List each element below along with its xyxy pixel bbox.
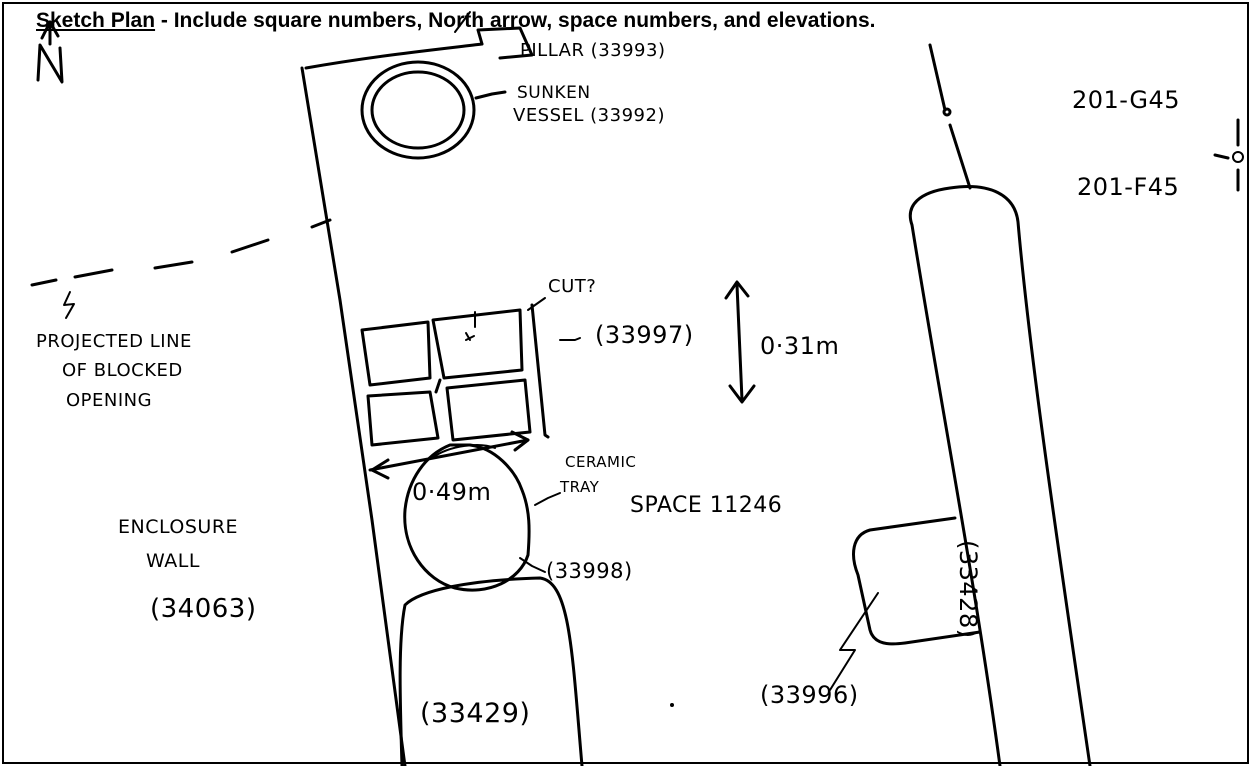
projected-line-dashes (30, 218, 332, 287)
label-feature-33429: (33429) (420, 698, 531, 729)
width-arrow (368, 430, 530, 480)
header-title: Sketch Plan (36, 9, 156, 32)
feature-33429-outline (398, 576, 584, 766)
sunken-vessel-icon (360, 60, 476, 160)
label-square-upper: 201-G45 (1072, 86, 1180, 114)
wall-33428-outline (908, 185, 1092, 766)
label-enclosure-3: (34063) (150, 594, 257, 624)
label-projected-line-3: OPENING (66, 390, 153, 411)
label-width: 0·49m (412, 478, 492, 506)
label-sunken-vessel-2: VESSEL (33992) (513, 105, 665, 126)
label-depth: 0·31m (760, 332, 840, 360)
ceramic-tray-outline (403, 443, 531, 592)
label-projected-line-1: PROJECTED LINE (36, 331, 192, 352)
label-feature-33998: (33998) (546, 559, 633, 583)
depth-arrow (724, 280, 756, 404)
label-sunken-vessel-1: SUNKEN (517, 83, 591, 103)
header-instructions: - Include square numbers, North arrow, s… (155, 9, 876, 32)
square-gridline (928, 43, 947, 112)
label-space: SPACE 11246 (630, 493, 783, 518)
grid-peg-icon (1213, 118, 1244, 192)
feature-33996-outline (852, 516, 982, 646)
sheet-header: Sketch Plan - Include square numbers, No… (36, 9, 875, 33)
tile-grid-33997 (360, 303, 550, 447)
label-projected-line-2: OF BLOCKED (62, 360, 183, 381)
label-ceramic-tray-2: TRAY (560, 478, 600, 496)
label-cut: CUT? (548, 276, 597, 297)
label-feature-33996: (33996) (760, 681, 859, 709)
north-arrow-icon (36, 20, 64, 84)
label-feature-33428: (33428) (954, 540, 982, 639)
label-feature-33997: (33997) (595, 321, 694, 349)
label-enclosure-1: ENCLOSURE (118, 516, 239, 538)
label-enclosure-2: WALL (146, 550, 200, 572)
pillar-outline (304, 42, 484, 70)
label-square-lower: 201-F45 (1077, 173, 1180, 201)
label-ceramic-tray-1: CERAMIC (565, 453, 637, 471)
enclosure-wall-edge (300, 66, 407, 766)
label-pillar: PILLAR (33993) (520, 40, 666, 61)
